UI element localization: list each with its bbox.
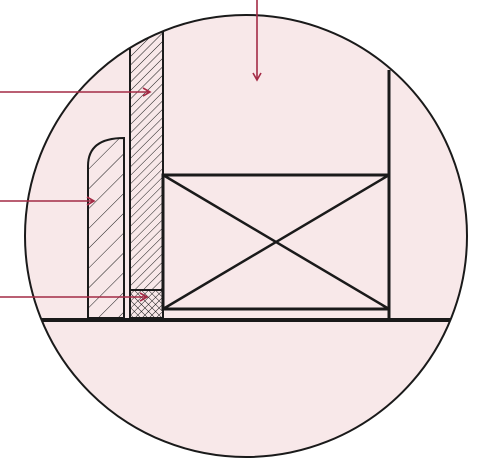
box-diagonal-2 [162,173,390,311]
vertical-wall-layer [129,15,164,291]
rounded-side-block [87,136,125,319]
crossed-box [161,173,391,311]
base-strip [129,289,164,319]
